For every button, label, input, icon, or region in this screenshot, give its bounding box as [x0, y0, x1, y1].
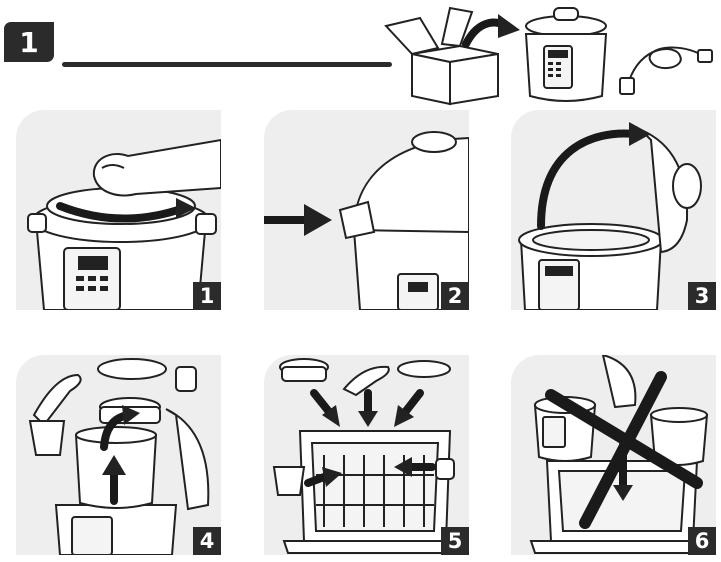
step-6-panel: 6 [511, 355, 716, 555]
step-6-number: 6 [688, 527, 716, 555]
step-1-number: 1 [193, 282, 221, 310]
no-dishwasher-icon [529, 355, 713, 554]
lid-handle-icon [264, 131, 469, 310]
twist-lid-icon [27, 138, 221, 310]
step-4-panel: 4 [16, 355, 221, 555]
step-5-panel: 5 [264, 355, 469, 555]
step-4-number: 4 [193, 527, 221, 555]
step-2-panel: 2 [264, 110, 469, 310]
step-2-number: 2 [441, 282, 469, 310]
step-5-number: 5 [441, 527, 469, 555]
step-3-number: 3 [688, 282, 716, 310]
step-3-panel: 3 [511, 110, 716, 310]
section-divider [62, 62, 392, 67]
remove-accessories-icon [28, 358, 210, 555]
step-1-panel: 1 [16, 110, 221, 310]
dishwasher-icon [272, 358, 466, 554]
section-number-badge: 1 [4, 22, 54, 62]
open-lid-icon [518, 122, 702, 310]
unboxing-illustration-icon [384, 6, 713, 106]
